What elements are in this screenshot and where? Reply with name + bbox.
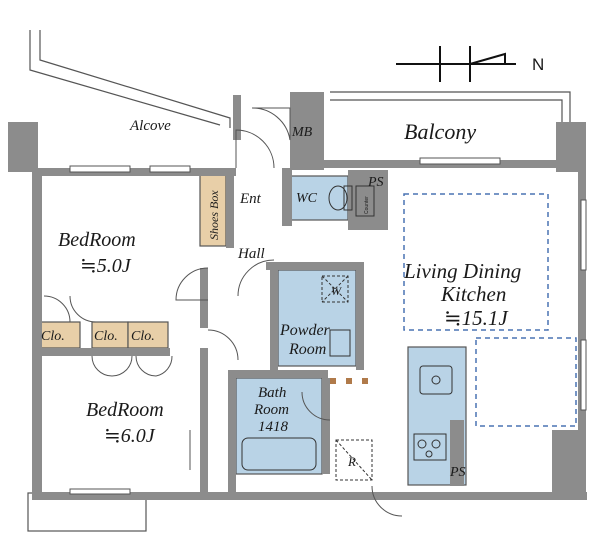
bedroom1-size: ≒5.0J: [80, 255, 132, 277]
doors: [43, 107, 403, 517]
closets: [35, 171, 227, 349]
shoes-box-label: Shoes Box: [207, 190, 221, 240]
ps-top-label: PS: [367, 175, 384, 190]
bath-room-line2: Room: [253, 402, 289, 418]
bedroom2-name: BedRoom: [86, 399, 164, 421]
closet-3-label: Clo.: [131, 329, 155, 344]
powder-room-line2: Room: [288, 341, 326, 358]
bath-room-line1: Bath: [258, 385, 286, 401]
bedroom2-size: ≒6.0J: [104, 425, 156, 447]
ent-label: Ent: [239, 191, 262, 207]
balcony-label: Balcony: [404, 119, 476, 144]
washer-label: W: [331, 284, 342, 298]
closet-2-label: Clo.: [94, 329, 118, 344]
wc-area: [289, 175, 349, 221]
counter-label: Counter: [364, 196, 370, 214]
refrigerator-icon: [335, 439, 373, 481]
ldk-line2: Kitchen: [440, 282, 506, 306]
north-arrow-icon: [396, 46, 516, 82]
bathtub-icon: [241, 437, 317, 471]
wet-areas: [235, 175, 467, 486]
bath-room-line3: 1418: [258, 419, 289, 435]
fixtures: [241, 185, 453, 481]
ldk-size: ≒15.1J: [444, 306, 509, 330]
stove-icon: [413, 433, 447, 461]
mb-label: MB: [291, 125, 313, 140]
wc-label: WC: [296, 191, 318, 206]
ps-bottom-label: PS: [449, 465, 466, 480]
basin-icon: [329, 329, 351, 357]
closet-1-label: Clo.: [41, 329, 65, 344]
closet-3: [127, 321, 169, 349]
windows: [69, 157, 587, 495]
labels: Alcove MB Balcony PS WC Counter Shoes Bo…: [41, 118, 521, 480]
outdoor-outlines: [27, 30, 571, 532]
north-label: N: [532, 55, 544, 74]
toilet-icon: [328, 185, 348, 211]
powder-room-line1: Powder: [279, 322, 331, 339]
bedroom1-name: BedRoom: [58, 229, 136, 251]
shoes-box: [199, 171, 227, 247]
ldk-zones: [403, 193, 577, 427]
closet-1: [35, 321, 81, 349]
ldk-line1: Living Dining: [403, 259, 521, 283]
alcove-label: Alcove: [129, 118, 171, 134]
refrigerator-label: R: [347, 454, 356, 469]
washer-icon: [321, 275, 349, 303]
compass: N: [396, 46, 544, 82]
sink-icon: [419, 365, 453, 395]
hall-label: Hall: [237, 246, 265, 262]
